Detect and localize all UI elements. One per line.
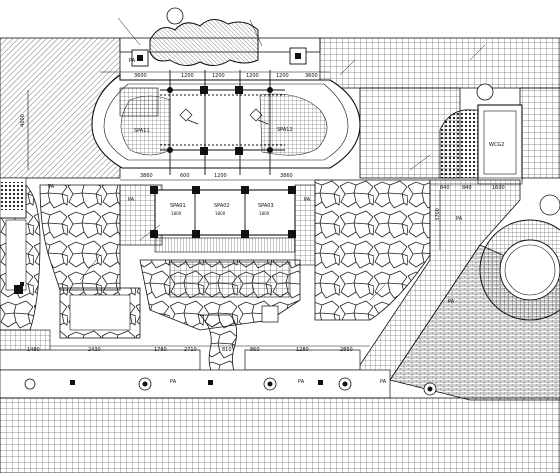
- spa01-size: 1800: [171, 211, 182, 216]
- spa11-label: SPA11: [134, 128, 150, 134]
- dim-side-4000: 4000: [19, 114, 26, 127]
- dim-top-3600: 3600: [134, 73, 147, 79]
- dim-right-840b: 840: [462, 185, 472, 191]
- dim-side-3700: 3700: [434, 208, 441, 221]
- pa-label-3: PA: [304, 197, 311, 203]
- pa-label-2: PA: [128, 197, 135, 203]
- pa-label-9: PA: [456, 216, 463, 222]
- dim-bot-1280: 1280: [296, 347, 309, 353]
- dim-bot-1780: 1780: [154, 347, 167, 353]
- pa-label-4: PA: [129, 58, 136, 64]
- dim-right-1600: 1600: [492, 185, 505, 191]
- spa01-label: SPA01: [170, 203, 186, 209]
- dim-bot-2850: 2850: [340, 347, 353, 353]
- spa12-label: SPA12: [277, 127, 293, 133]
- spa03-label: SPA03: [258, 203, 274, 209]
- pa-label-6: PA: [170, 379, 177, 385]
- dim-bot-2430: 2430: [88, 347, 101, 353]
- dim-bot-810: 810: [222, 347, 232, 353]
- pa-label-5: PA: [448, 299, 455, 305]
- wcg2-label: WCG2: [489, 142, 505, 148]
- dim-bot-2710: 2710: [184, 347, 197, 353]
- spa03-size: 1800: [259, 211, 270, 216]
- dim-mid-3860b: 3860: [280, 173, 293, 179]
- dim-top-1200d: 1200: [276, 73, 289, 79]
- pa-label-8: PA: [380, 379, 387, 385]
- dim-bot-1480: 1480: [27, 347, 40, 353]
- dim-mid-600: 600: [180, 173, 190, 179]
- spa02-label: SPA02: [214, 203, 230, 209]
- dim-mid-3860: 3860: [140, 173, 153, 179]
- dim-top-3600b: 3600: [305, 73, 318, 79]
- dim-mid-1200: 1200: [214, 173, 227, 179]
- dim-right-840a: 840: [440, 185, 450, 191]
- dim-top-1200a: 1200: [181, 73, 194, 79]
- spa02-size: 1800: [215, 211, 226, 216]
- pa-label-7: PA: [298, 379, 305, 385]
- dim-top-1200c: 1200: [246, 73, 259, 79]
- dim-top-1200b: 1200: [212, 73, 225, 79]
- dim-bot-860: 860: [250, 347, 260, 353]
- pa-label-1: PA: [48, 184, 55, 190]
